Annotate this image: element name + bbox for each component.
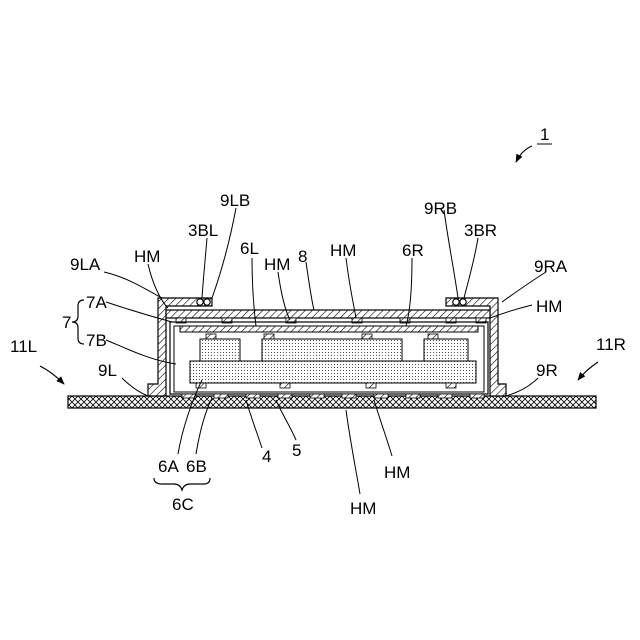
label-11l: 11L (10, 337, 37, 356)
label-8: 8 (298, 247, 307, 266)
label-3bl: 3BL (188, 221, 218, 240)
label-6l: 6L (240, 239, 259, 258)
hm-pads-inner (206, 334, 438, 339)
label-4: 4 (262, 447, 271, 466)
arrow-11l (40, 366, 64, 384)
component-center (262, 339, 402, 361)
hm-pads-under-board (196, 383, 456, 388)
label-9l: 9L (98, 361, 117, 380)
label-7: 7 (62, 313, 71, 332)
label-6a: 6A (158, 457, 179, 476)
spreader-board (180, 326, 478, 332)
label-hm-bottom-2: HM (350, 499, 376, 518)
cover-plate-8 (166, 310, 490, 318)
label-11r: 11R (596, 335, 626, 354)
circuit-board-6b (190, 361, 476, 383)
component-left (200, 339, 240, 361)
label-9lb: 9LB (220, 191, 250, 210)
arrow-ref-1 (516, 146, 532, 162)
label-hm-top: HM (330, 241, 356, 260)
base-plate (68, 396, 596, 408)
label-7b: 7B (86, 331, 107, 350)
label-5: 5 (292, 441, 301, 460)
label-hm-bottom-1: HM (384, 463, 410, 482)
label-6b: 6B (186, 457, 207, 476)
label-7a: 7A (86, 293, 107, 312)
label-9ra: 9RA (534, 257, 568, 276)
label-9r: 9R (536, 361, 558, 380)
arrow-11r (578, 362, 598, 380)
label-hm-top-left: HM (134, 247, 160, 266)
label-hm-inner: HM (264, 255, 290, 274)
label-3br: 3BR (464, 221, 497, 240)
label-6r: 6R (402, 241, 424, 260)
component-right (424, 339, 468, 361)
label-9rb: 9RB (424, 199, 457, 218)
label-6c: 6C (172, 495, 194, 514)
bracket-7 (72, 300, 84, 344)
brace-6c (154, 478, 210, 490)
label-ref-1: 1 (540, 125, 549, 144)
label-hm-right: HM (536, 297, 562, 316)
label-9la: 9LA (70, 255, 101, 274)
